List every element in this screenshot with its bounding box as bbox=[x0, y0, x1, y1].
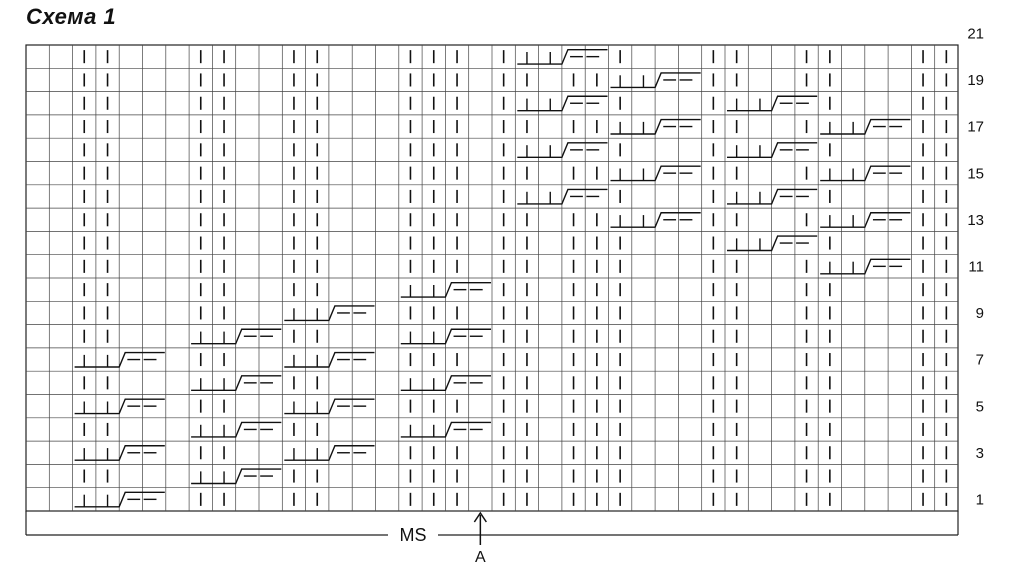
row-number: 17 bbox=[967, 119, 984, 136]
row-number: 13 bbox=[967, 212, 984, 229]
cable-cross-symbol bbox=[400, 281, 491, 298]
cable-line bbox=[284, 305, 375, 322]
chart-title: Схема 1 bbox=[26, 4, 117, 29]
row-number: 11 bbox=[968, 258, 984, 275]
row-number: 3 bbox=[976, 445, 984, 462]
row-number: 15 bbox=[967, 165, 984, 182]
row-number: 1 bbox=[976, 491, 984, 508]
cable-line bbox=[191, 375, 282, 392]
cable-line bbox=[400, 375, 491, 392]
cable-cross-symbol bbox=[820, 165, 911, 182]
cable-line bbox=[610, 212, 701, 228]
row-number: 7 bbox=[976, 352, 984, 369]
cable-line bbox=[400, 281, 491, 298]
cable-cross-symbol bbox=[74, 445, 165, 461]
cable-cross-symbol bbox=[517, 95, 608, 112]
cable-line bbox=[74, 491, 165, 508]
cable-cross-symbol bbox=[727, 95, 818, 112]
chart-grid bbox=[25, 44, 959, 512]
marker-arrow-head bbox=[473, 511, 487, 523]
cable-cross-symbol bbox=[610, 212, 701, 228]
cable-line bbox=[727, 188, 818, 205]
cable-line bbox=[191, 468, 282, 485]
cable-line bbox=[727, 95, 818, 112]
marker-label: A bbox=[475, 549, 486, 566]
cable-line bbox=[517, 95, 608, 112]
cable-line bbox=[191, 421, 282, 438]
cable-line bbox=[610, 118, 701, 135]
cable-cross-symbol bbox=[191, 468, 282, 485]
cable-line bbox=[727, 142, 818, 159]
cable-line bbox=[74, 445, 165, 461]
row-number: 9 bbox=[976, 305, 984, 322]
cable-cross-symbol bbox=[74, 491, 165, 508]
cable-cross-symbol bbox=[400, 328, 491, 345]
cable-cross-symbol bbox=[191, 328, 282, 345]
cable-line bbox=[74, 398, 165, 415]
cable-line bbox=[820, 165, 911, 182]
row-number: 5 bbox=[976, 398, 984, 415]
chart-cables bbox=[74, 48, 911, 508]
row-number: 19 bbox=[967, 72, 984, 89]
cable-cross-symbol bbox=[284, 351, 375, 368]
cable-line bbox=[517, 48, 608, 65]
cable-line bbox=[284, 445, 375, 461]
cable-line bbox=[820, 212, 911, 228]
cable-line bbox=[284, 351, 375, 368]
cable-cross-symbol bbox=[400, 375, 491, 392]
cable-line bbox=[517, 188, 608, 205]
chart-symbols bbox=[83, 50, 948, 506]
cable-line bbox=[400, 421, 491, 438]
cable-cross-symbol bbox=[610, 118, 701, 135]
cable-line bbox=[610, 72, 701, 89]
cable-cross-symbol bbox=[820, 212, 911, 228]
cable-cross-symbol bbox=[517, 142, 608, 159]
cable-cross-symbol bbox=[191, 375, 282, 392]
repeat-label: MS bbox=[400, 525, 427, 545]
cable-cross-symbol bbox=[727, 188, 818, 205]
chart-footer: MS A bbox=[25, 511, 959, 566]
cable-cross-symbol bbox=[74, 351, 165, 368]
cable-line bbox=[727, 235, 818, 252]
cable-cross-symbol bbox=[74, 398, 165, 415]
cable-line bbox=[191, 328, 282, 345]
cable-cross-symbol bbox=[191, 421, 282, 438]
cable-line bbox=[517, 142, 608, 159]
row-number: 21 bbox=[967, 25, 984, 42]
cable-line bbox=[820, 258, 911, 275]
cable-line bbox=[74, 351, 165, 368]
cable-line bbox=[610, 165, 701, 182]
cable-cross-symbol bbox=[517, 188, 608, 205]
cable-cross-symbol bbox=[727, 142, 818, 159]
cable-line bbox=[284, 398, 375, 415]
cable-cross-symbol bbox=[820, 258, 911, 275]
row-numbers: 13579111315171921232527293133353739 bbox=[967, 25, 984, 508]
cable-cross-symbol bbox=[727, 235, 818, 252]
cable-cross-symbol bbox=[400, 421, 491, 438]
cable-line bbox=[820, 118, 911, 135]
cable-cross-symbol bbox=[517, 48, 608, 65]
cable-cross-symbol bbox=[284, 398, 375, 415]
cable-cross-symbol bbox=[284, 305, 375, 322]
cable-cross-symbol bbox=[610, 165, 701, 182]
cable-cross-symbol bbox=[820, 118, 911, 135]
cable-cross-symbol bbox=[610, 72, 701, 89]
cable-line bbox=[400, 328, 491, 345]
cable-cross-symbol bbox=[284, 445, 375, 461]
